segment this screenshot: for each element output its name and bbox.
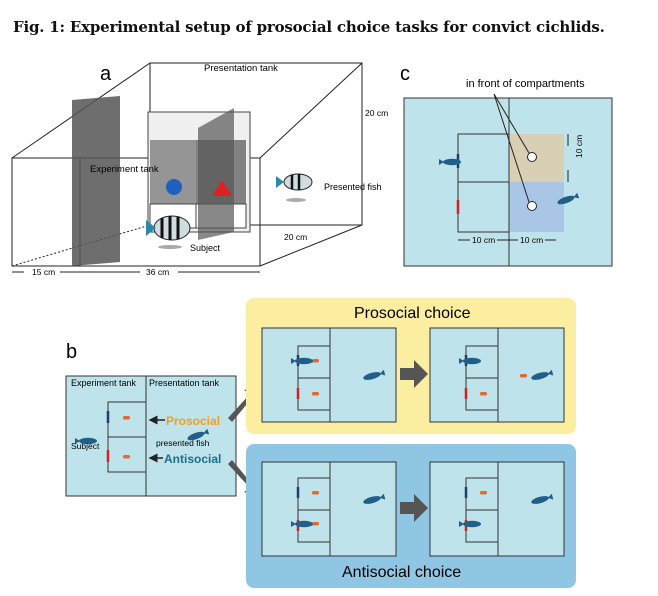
dim-vertical-label: 10 cm xyxy=(574,135,584,158)
dim-left-label: 15 cm xyxy=(32,267,55,277)
prosocial-label: Prosocial xyxy=(166,414,220,428)
top-view-tank xyxy=(403,93,613,267)
divider-right xyxy=(198,108,234,240)
prosocial-step-arrow xyxy=(400,360,428,388)
schematic-tank xyxy=(65,375,237,497)
divider-left xyxy=(72,96,120,266)
blue-circle-cue xyxy=(166,179,182,195)
dim-height-label: 20 cm xyxy=(365,108,388,118)
experiment-tank-label: Experiment tank xyxy=(90,164,159,175)
dim-c-right-label: 10 cm xyxy=(520,235,543,245)
presented-cichlid xyxy=(276,173,313,202)
prosocial-before-tank xyxy=(261,327,397,423)
b-subject-label: Subject xyxy=(71,441,100,451)
presentation-tank-label: Presentation tank xyxy=(204,63,278,74)
red-triangle-cue xyxy=(212,180,232,196)
dim-depth-label: 20 cm xyxy=(284,232,307,242)
b-experiment-tank-label: Experiment tank xyxy=(71,378,137,388)
subject-label: Subject xyxy=(190,243,221,253)
prosocial-choice-title: Prosocial choice xyxy=(354,305,471,322)
b-presentation-tank-label: Presentation tank xyxy=(149,378,220,388)
antisocial-step-arrow xyxy=(400,494,428,522)
antisocial-choice-title: Antisocial choice xyxy=(342,564,461,581)
front-of-compartments-label: in front of compartments xyxy=(466,78,585,90)
antisocial-label: Antisocial xyxy=(164,452,221,466)
panel-a-letter: a xyxy=(100,63,112,85)
dim-width-label: 36 cm xyxy=(146,267,169,277)
antisocial-after-tank xyxy=(429,461,565,557)
prosocial-after-tank xyxy=(429,327,565,423)
presentation-tank-3d xyxy=(11,62,363,267)
dim-c-left-label: 10 cm xyxy=(472,235,495,245)
b-presented-fish-label: presented fish xyxy=(156,438,210,448)
panel-b-letter: b xyxy=(66,341,77,363)
antisocial-before-tank xyxy=(261,461,397,557)
presented-fish-label: Presented fish xyxy=(324,182,382,192)
panel-c-letter: c xyxy=(400,63,410,85)
subject-cichlid xyxy=(146,215,191,249)
figure-title: Fig. 1: Experimental setup of prosocial … xyxy=(13,18,605,36)
